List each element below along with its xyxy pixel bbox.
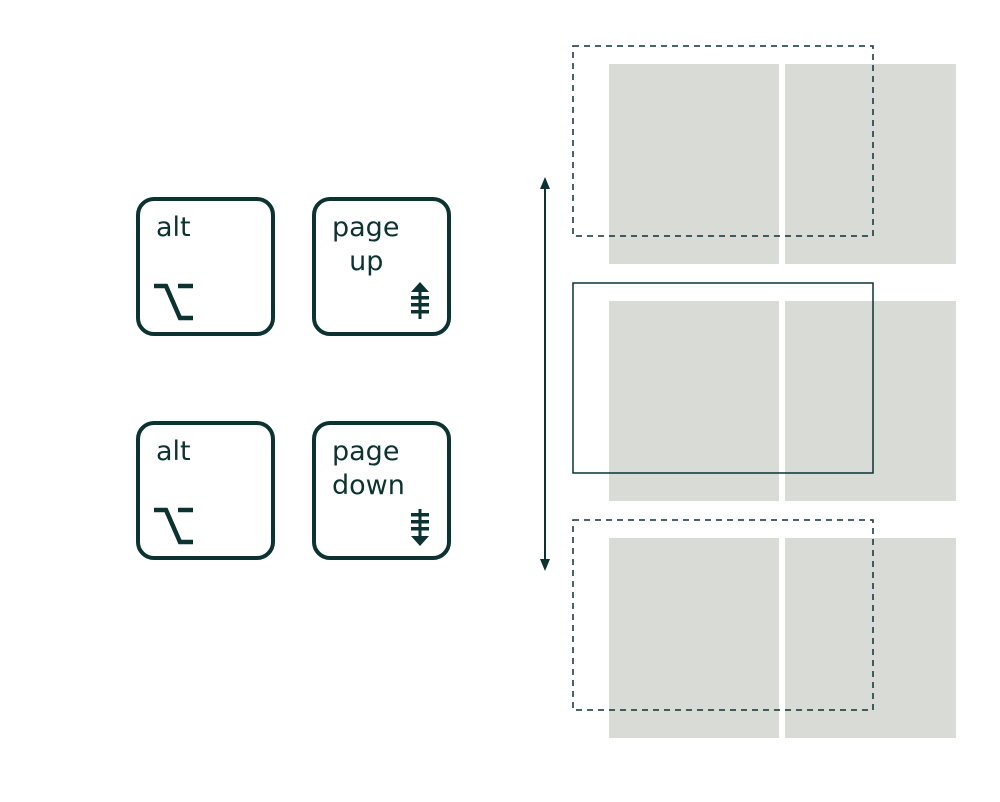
page-right [785,538,956,738]
page-right [785,64,956,264]
page-spread-middle [609,301,956,501]
page-left [609,538,779,738]
viewport-next-frame [572,519,874,711]
page-down-key[interactable]: page down [312,421,451,560]
page-up-key-label: page up [332,212,400,277]
vertical-scroll-arrow [540,177,550,571]
option-key-icon [154,507,193,545]
page-up-key[interactable]: page up [312,197,451,336]
page-spread-top [609,64,956,264]
page-left [609,301,779,501]
option-key-icon [154,283,193,321]
page-left [609,64,779,264]
alt-key-2[interactable]: alt [136,421,275,560]
viewport-previous-frame [572,45,874,237]
viewport-current-frame [572,282,874,474]
page-down-key-label: page down [332,436,405,501]
alt-key-label: alt [156,436,191,467]
page-up-arrow-icon [411,282,429,319]
alt-key-label: alt [156,212,191,243]
page-down-arrow-icon [411,509,429,546]
alt-key[interactable]: alt [136,197,275,336]
page-right [785,301,956,501]
page-spread-bottom [609,538,956,738]
